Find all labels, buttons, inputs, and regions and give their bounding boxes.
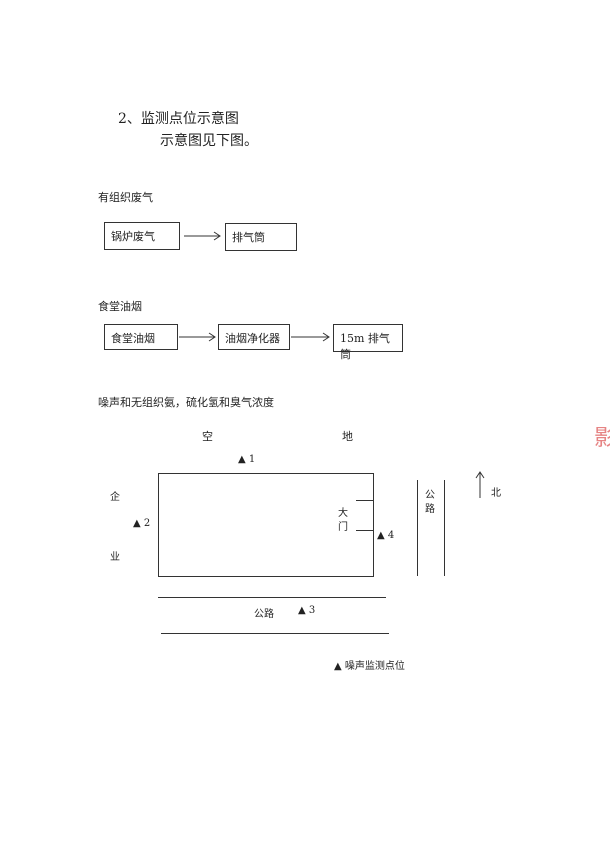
stack-15m-box: 15m 排气筒 [333,324,403,361]
south-road-label: 公路 [254,609,274,620]
map-label-ye: 业 [110,552,120,563]
noise-section-label: 噪声和无组织氨，硫化氢和臭气浓度 [98,396,274,409]
fume-purifier-box: 油烟净化器 [218,324,290,350]
stack-15m-box-label: 15m 排气筒 [340,332,390,361]
section-subtitle: 示意图见下图。 [160,133,258,149]
east-road-label-lu: 路 [425,504,435,515]
gate-label-da: 大 [338,508,348,519]
monitoring-point-4: ▲ 4 [377,530,395,541]
exhaust-stack-box-label: 排气筒 [232,231,265,244]
canteen-fume-box-label: 食堂油烟 [111,332,155,345]
canteen-fume-box: 食堂油烟 [104,324,178,350]
enterprise-boundary [158,473,374,577]
boiler-exhaust-box-label: 锅炉废气 [111,230,155,243]
north-arrow-icon [475,471,485,498]
organized-gas-label: 有组织废气 [98,191,153,204]
arrow-icon [179,332,216,342]
noise-point-legend: ▲ 噪声监测点位 [334,661,405,672]
fume-purifier-box-label: 油烟净化器 [225,332,280,345]
south-road-line-bottom [161,633,389,634]
boiler-exhaust-box: 锅炉废气 [104,222,180,250]
map-label-qi: 企 [110,492,120,503]
canteen-label: 食堂油烟 [98,300,142,313]
arrow-icon [184,231,221,241]
map-label-di: 地 [342,430,353,443]
gate-line-top [356,500,374,501]
monitoring-point-3: ▲ 3 [298,605,316,616]
map-label-kong: 空 [202,430,213,443]
gate-label-men: 门 [338,522,348,533]
exhaust-stack-box: 排气筒 [225,223,297,251]
monitoring-point-2: ▲ 2 [133,518,151,529]
east-road-line-left [417,480,418,576]
arrow-icon [291,332,330,342]
east-road-line-right [444,480,445,576]
section-title: 2、监测点位示意图 [118,111,239,127]
north-label: 北 [491,488,501,499]
south-road-line-top [158,597,386,598]
gate-line-bottom [356,530,374,531]
red-stamp-fragment: 影 [594,426,610,451]
monitoring-point-1: ▲ 1 [238,454,256,465]
east-road-label-gong: 公 [425,490,435,501]
